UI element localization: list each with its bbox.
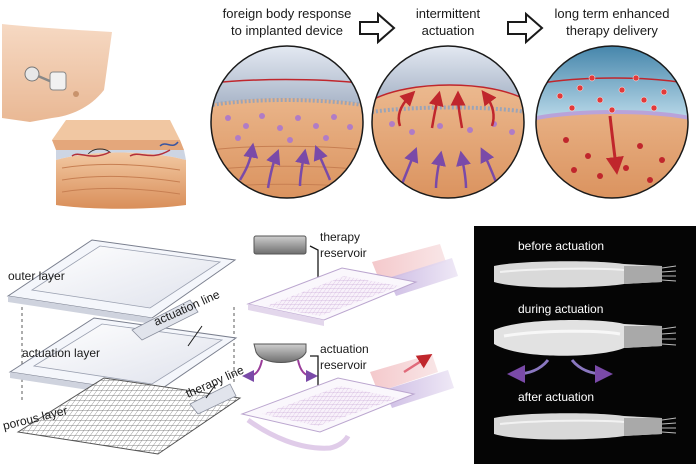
therapy-reservoir-illustration [246,235,458,326]
stage-1-title-line1: foreign body response [223,6,352,21]
label-actuation-reservoir-line1: actuation [320,342,369,356]
layer-stack-illustration [6,239,242,455]
torso-illustration [2,24,112,122]
stage-1-circle [211,46,363,198]
actuation-reservoir-illustration [240,343,454,451]
stage-1-circle-border [210,45,364,199]
device-photo-during [494,320,677,383]
stage-3-title-line1: long term enhanced [555,6,670,21]
stage-3-title-line2: therapy delivery [566,23,658,38]
arrow-right-icon [359,11,396,45]
stage-2-title-line1: intermittent [416,6,481,21]
tissue-block-illustration [52,120,186,209]
label-actuation-reservoir-line2: reservoir [320,358,367,372]
label-therapy-reservoir-line1: therapy [320,230,360,244]
label-actuation-layer: actuation layer [22,346,100,360]
label-after-actuation: after actuation [518,390,594,404]
arrow-right-icon [507,11,544,45]
label-during-actuation: during actuation [518,302,603,316]
stage-3-circle-border [535,45,689,199]
stage-2-circle-border [371,45,525,199]
stage-2-title-line2: actuation [422,23,475,38]
label-outer-layer: outer layer [8,269,65,283]
label-before-actuation: before actuation [518,239,604,253]
stage-3-circle [536,46,688,198]
stage-2-circle [372,46,524,198]
stage-1-title-line2: to implanted device [231,23,343,38]
device-photo-after [494,413,677,440]
label-therapy-reservoir-line2: reservoir [320,246,367,260]
implant-port-icon [24,66,67,91]
device-photo-before [494,261,677,288]
